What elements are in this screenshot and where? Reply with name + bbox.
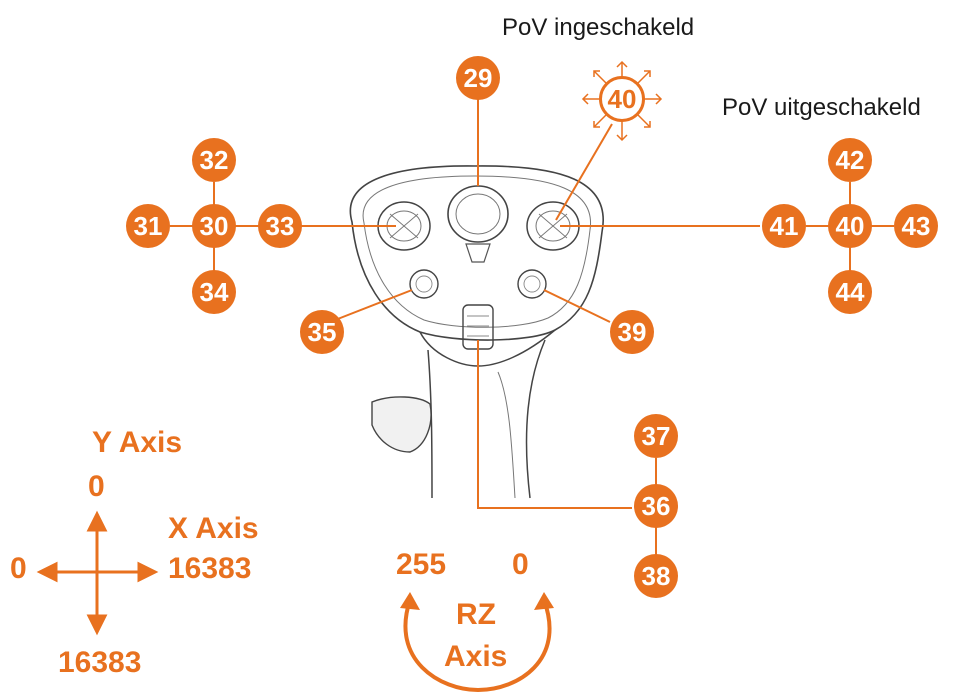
joystick-grip-left (427, 349, 433, 499)
button-44-badge: 44 (828, 270, 872, 314)
button-31-badge: 31 (126, 204, 170, 248)
left-hat-spoke (389, 213, 419, 239)
button-34-badge: 34 (192, 270, 236, 314)
joystick-grip-right (525, 339, 546, 499)
joystick-center-knob-inner (455, 193, 501, 235)
button-40-pov-badge: 40 (599, 76, 645, 122)
right-hat-spoke (538, 213, 568, 239)
joystick-collar (419, 329, 556, 367)
button-41-badge: 41 (762, 204, 806, 248)
rz-right-value: 0 (512, 548, 529, 581)
y-axis-bottom-value: 16383 (58, 646, 142, 679)
x-axis-label: X Axis (168, 512, 259, 545)
joystick-trigger (371, 396, 432, 453)
leader-36 (477, 340, 632, 509)
rz-axis-label-line2: Axis (444, 640, 508, 673)
joystick-head-outline (349, 165, 605, 341)
button-42-badge: 42 (828, 138, 872, 182)
button-43-badge: 43 (894, 204, 938, 248)
pov-enabled-title: PoV ingeschakeld (502, 14, 695, 41)
button-39-inner (523, 275, 541, 293)
y-axis-top-value: 0 (88, 470, 105, 503)
rz-axis-label-line1: RZ (456, 598, 496, 631)
button-30-badge: 30 (192, 204, 236, 248)
xy-axis-arrows-icon (36, 510, 159, 636)
joystick-head-inner (362, 175, 592, 328)
button-29-badge: 29 (456, 56, 500, 100)
leader-40-pov (555, 123, 613, 221)
button-39-badge: 39 (610, 310, 654, 354)
button-36-badge: 36 (634, 484, 678, 528)
leader-39 (543, 289, 611, 323)
y-axis-label: Y Axis (92, 426, 183, 459)
rz-arrow-right-head (534, 592, 554, 610)
rz-axis-arrow-icon (403, 599, 552, 693)
x-axis-right-value: 16383 (168, 552, 252, 585)
pov-disabled-title: PoV uitgeschakeld (722, 94, 921, 121)
leader-35 (329, 289, 413, 323)
rz-left-value: 255 (396, 548, 447, 581)
button-37-badge: 37 (634, 414, 678, 458)
button-39-shape (517, 269, 547, 299)
button-35-badge: 35 (300, 310, 344, 354)
pov-arrows-icon (581, 60, 663, 142)
joystick-center-slot (465, 243, 491, 263)
button-38-badge: 38 (634, 554, 678, 598)
button-32-badge: 32 (192, 138, 236, 182)
joystick-grip-inner (497, 371, 516, 499)
x-axis-left-value: 0 (10, 552, 27, 585)
button-33-badge: 33 (258, 204, 302, 248)
rz-arrow-left-head (400, 592, 420, 610)
button-35-shape (409, 269, 439, 299)
button-35-inner (415, 275, 433, 293)
button-40-badge: 40 (828, 204, 872, 248)
